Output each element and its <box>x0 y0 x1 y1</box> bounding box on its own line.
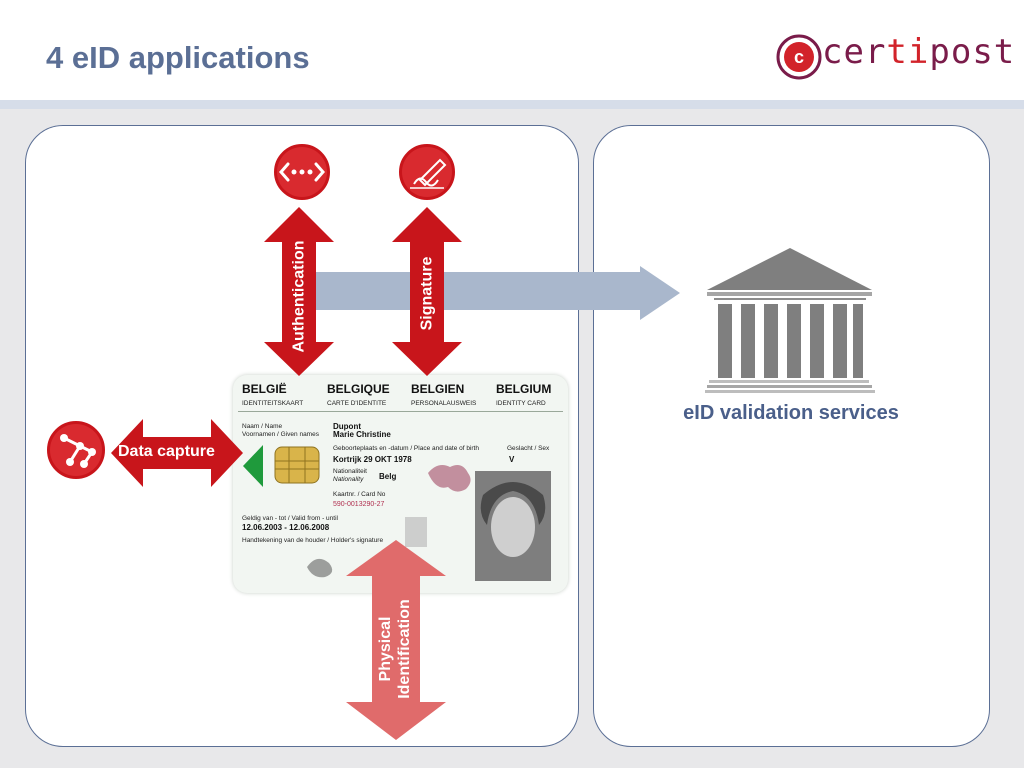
card-country-nl: BELGIË <box>242 382 287 396</box>
bank-building-icon <box>705 248 875 393</box>
card-given-label: Voornamen / Given names <box>242 431 319 438</box>
svg-text:c: c <box>794 47 804 67</box>
card-green-triangle <box>243 445 263 487</box>
card-nationality-label-nl: Nationaliteit <box>333 468 367 475</box>
card-signature-label: Handtekening van de houder / Holder's si… <box>242 537 384 544</box>
header-divider <box>0 100 1024 109</box>
card-holder-signature <box>307 558 333 578</box>
card-type-nl: IDENTITEITSKAART <box>242 400 304 407</box>
data-capture-arrow <box>111 419 243 487</box>
physical-label-line1: Physical <box>377 616 394 682</box>
card-sex-value: V <box>509 455 515 464</box>
signature-label: Signature <box>418 256 436 331</box>
card-given-value: Marie Christine <box>333 430 391 439</box>
card-birth-value: Kortrijk 29 OKT 1978 <box>333 455 412 464</box>
card-divider <box>238 411 563 412</box>
card-country-fr: BELGIQUE <box>327 382 390 396</box>
card-ghost-photo <box>405 517 427 547</box>
card-belgium-map <box>428 465 471 492</box>
signature-arrow <box>392 207 462 376</box>
physical-identification-arrow <box>346 540 446 740</box>
card-name-label: Naam / Name <box>242 423 283 430</box>
card-number-label: Kaartnr. / Card No <box>333 491 386 498</box>
certipost-logo-icon: c <box>776 34 822 80</box>
card-birth-label: Geboorteplaats en -datum / Place and dat… <box>333 445 479 452</box>
certipost-wordmark: certipost <box>822 32 1016 72</box>
card-country-en: BELGIUM <box>496 382 552 396</box>
molecule-icon <box>45 419 107 481</box>
card-country-de: BELGIEN <box>411 382 465 396</box>
card-type-en: IDENTITY CARD <box>496 400 546 407</box>
card-type-de: PERSONALAUSWEIS <box>411 400 477 407</box>
slide-header: 4 eID applications c certipost <box>0 0 1024 100</box>
card-nationality-value: Belg <box>379 472 397 481</box>
network-dots-icon <box>272 142 332 202</box>
certipost-logo: c certipost <box>776 30 1014 86</box>
validation-flow-arrow <box>310 266 680 320</box>
card-number-value: 590-0013290-27 <box>333 501 385 508</box>
slide-title: 4 eID applications <box>46 40 310 75</box>
card-chip <box>274 446 320 484</box>
eid-validation-label: eID validation services <box>683 402 899 424</box>
data-capture-label: Data capture <box>118 443 215 460</box>
physical-identification-label: Physical Identification <box>376 589 416 709</box>
card-name-value: Dupont <box>333 422 361 431</box>
card-photo-face <box>491 497 535 557</box>
card-valid-value: 12.06.2003 - 12.06.2008 <box>242 523 330 532</box>
pen-signature-icon <box>397 142 457 202</box>
validation-panel <box>593 125 990 747</box>
card-sex-label: Geslacht / Sex <box>507 445 550 452</box>
physical-label-line2: Identification <box>396 599 413 699</box>
authentication-arrow <box>264 207 334 376</box>
card-nationality-label-en: Nationality <box>333 476 364 483</box>
authentication-label: Authentication <box>290 240 308 353</box>
card-valid-label: Geldig van - tot / Valid from - until <box>242 515 338 522</box>
card-type-fr: CARTE D'IDENTITE <box>327 400 387 407</box>
card-graphics <box>243 445 551 581</box>
belgian-eid-card: BELGIË BELGIQUE BELGIEN BELGIUM IDENTITE… <box>233 375 568 593</box>
